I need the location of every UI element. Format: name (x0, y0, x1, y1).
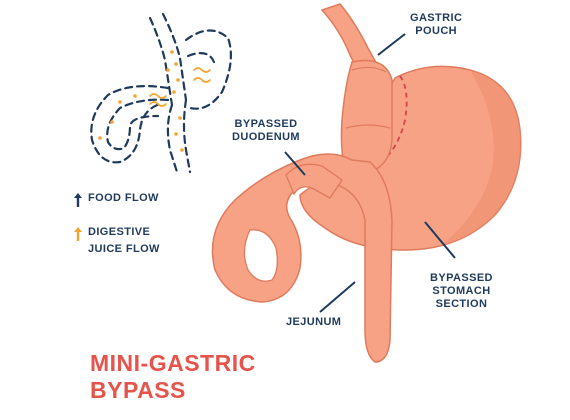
page-title: MINI-GASTRIC BYPASS (90, 350, 256, 403)
schematic-esophagus (148, 16, 174, 107)
staple-line (329, 75, 408, 186)
legend-food-flow: FOOD FLOW (74, 192, 159, 207)
label-gastric-pouch: GASTRIC POUCH (410, 12, 463, 37)
label-bypassed-duodenum: BYPASSED DUODENUM (232, 118, 300, 143)
leader-bypassed-stomach (424, 221, 456, 259)
leader-gastric-pouch (377, 33, 406, 56)
schematic-limb (166, 103, 180, 177)
label-bypassed-stomach-section: BYPASSED STOMACH SECTION (430, 272, 493, 310)
schematic-loop (90, 85, 170, 164)
arrow-up-icon (74, 227, 82, 241)
schematic-stomach (184, 29, 233, 110)
leader-jejunum (319, 281, 356, 313)
arrow-up-icon (74, 193, 82, 207)
intestinal-loop (211, 153, 393, 363)
label-jejunum: JEJUNUM (286, 316, 342, 328)
gastric-pouch (340, 59, 393, 173)
legend-digestive-juice-flow: DIGESTIVE JUICE FLOW (74, 226, 160, 256)
leader-bypassed-duodenum (284, 151, 306, 176)
